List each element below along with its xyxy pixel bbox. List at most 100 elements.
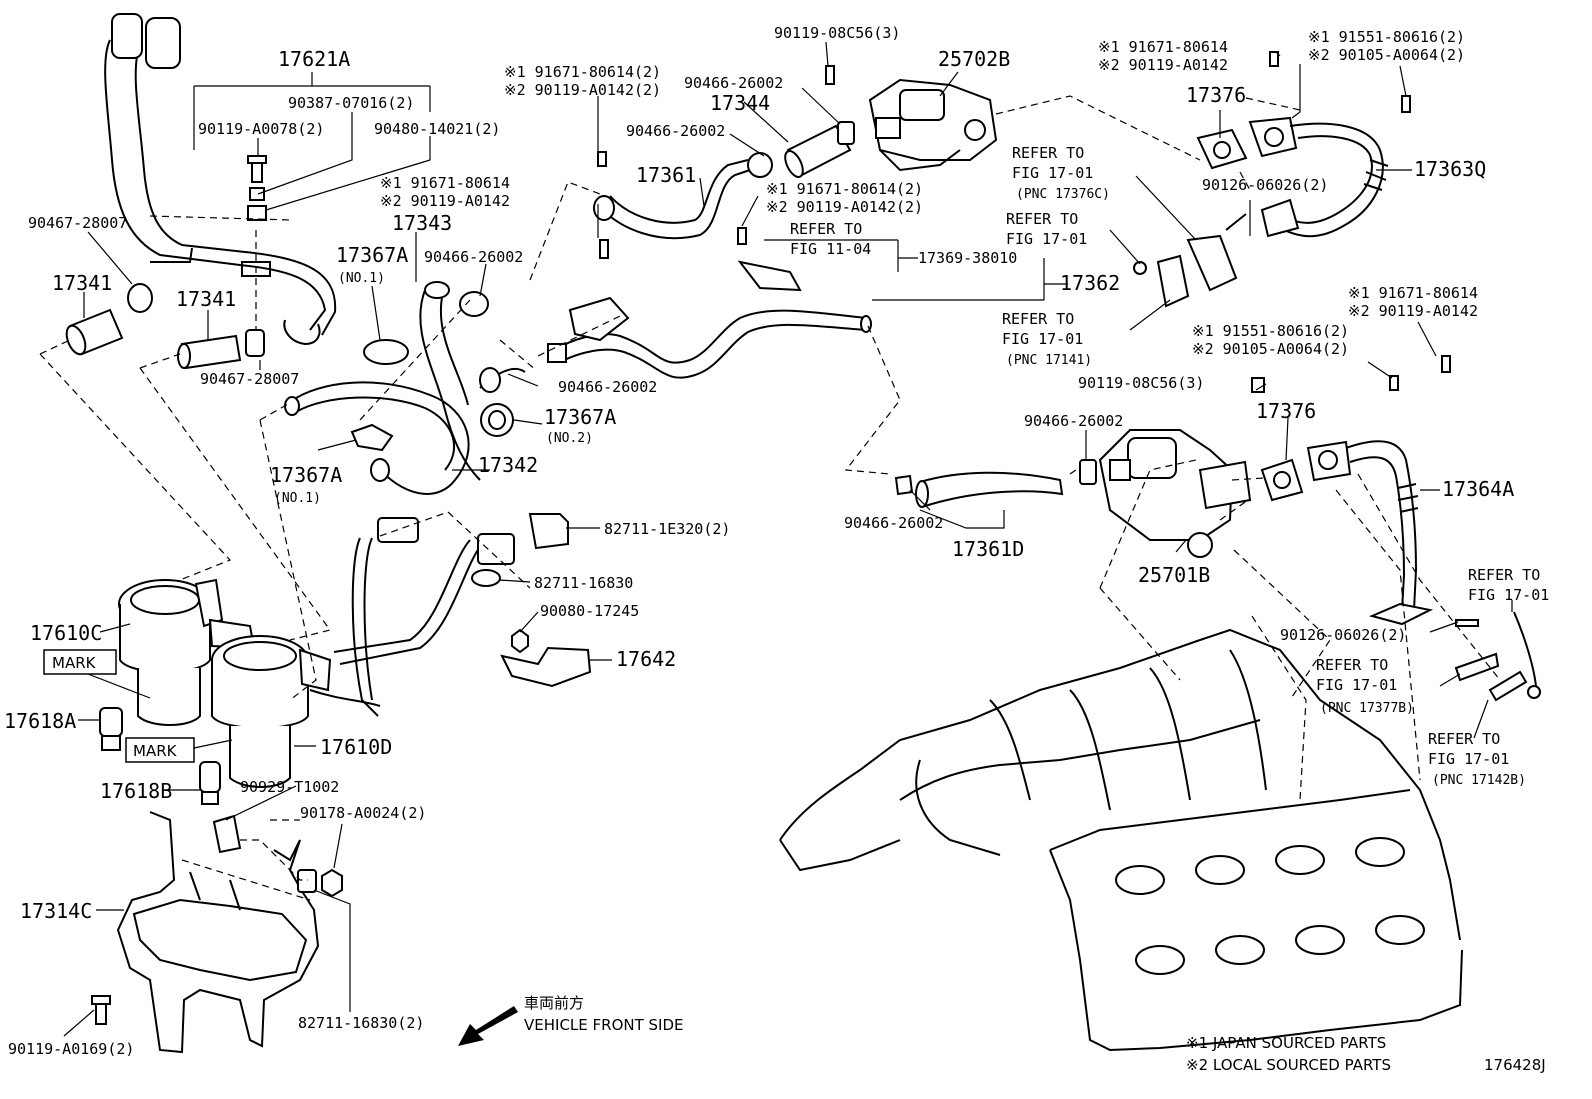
bracket-17314C (91, 811, 320, 1054)
label-no1-b: (NO.1) (274, 491, 321, 506)
bracket-17642 (500, 646, 592, 688)
label-17610D: 17610D (320, 735, 392, 759)
front-direction-arrow (458, 1006, 518, 1046)
label-90126-06026-a: 90126-06026(2) (1202, 176, 1328, 194)
valve-25701B (1098, 377, 1265, 558)
legend: ※1 JAPAN SOURCED PARTS ※2 LOCAL SOURCED … (1186, 1034, 1546, 1074)
label-90126-06026-b: 90126-06026(2) (1280, 626, 1406, 644)
air-pipe-17621A (104, 13, 337, 346)
label-17367A-no1-b: 17367A (270, 463, 342, 487)
hose-17342 (284, 367, 526, 495)
label-17621A: 17621A (278, 47, 350, 71)
direction-note: 車両前方 VEHICLE FRONT SIDE (524, 994, 684, 1034)
legend-local: ※2 LOCAL SOURCED PARTS (1186, 1056, 1391, 1074)
label-lc-90119-A0142-f: ※2 90119-A0142 (1348, 302, 1478, 320)
label-lc-90105-A0064-a: ※2 90105-A0064(2) (1308, 46, 1465, 64)
label-refer-17376C-line1: REFER TO (1012, 144, 1084, 162)
label-17363Q: 17363Q (1414, 157, 1486, 181)
mark-box-a (43, 649, 117, 675)
label-90119-08C56-a: 90119-08C56(3) (774, 24, 900, 42)
mark-box-b (125, 737, 195, 763)
valve-25702B (825, 65, 998, 172)
pipe-17364A (1345, 440, 1479, 627)
label-refer-17377B-line3: (PNC 17377B) (1320, 701, 1414, 716)
label-jp-91551-80616-a: ※1 91551-80616(2) (1308, 28, 1465, 46)
label-17367A-no2: 17367A (544, 405, 616, 429)
label-17361: 17361 (636, 163, 696, 187)
label-lc-90119-A0142-a: ※2 90119-A0142 (380, 192, 510, 210)
label-90466-26002-f: 90466-26002 (844, 514, 943, 532)
label-lc-90119-A0142-c: ※2 90119-A0142(2) (766, 198, 923, 216)
label-mark-b: MARK (133, 742, 178, 760)
label-17618A: 17618A (4, 709, 76, 733)
label-17341-b: 17341 (176, 287, 236, 311)
direction-en: VEHICLE FRONT SIDE (524, 1016, 684, 1034)
hose-17344 (784, 121, 855, 178)
label-17618B: 17618B (100, 779, 172, 803)
label-90466-26002-c: 90466-26002 (684, 74, 783, 92)
diagram-code: 176428J (1484, 1056, 1546, 1074)
label-17364A: 17364A (1442, 477, 1514, 501)
gasket-17141-ref (1133, 213, 1247, 308)
label-90119-A0078: 90119-A0078(2) (198, 120, 324, 138)
label-refer-e-line1: REFER TO (1468, 566, 1540, 584)
bolt-group-top-left (247, 155, 267, 221)
label-17343: 17343 (392, 211, 452, 235)
hose-17343 (419, 281, 489, 481)
insulator-17367A (350, 339, 514, 452)
label-17367A-no1-a: 17367A (336, 243, 408, 267)
plug-17618B (199, 761, 221, 805)
gasket-17376-bottom (1260, 355, 1451, 502)
label-90119-08C56-b: 90119-08C56(3) (1078, 374, 1204, 392)
label-90466-26002-e: 90466-26002 (1024, 412, 1123, 430)
nut-90178 (321, 868, 343, 898)
label-lc-90119-A0142-b: ※2 90119-A0142(2) (504, 81, 661, 99)
label-refer-17142B-line2: FIG 17-01 (1428, 750, 1509, 768)
legend-japan: ※1 JAPAN SOURCED PARTS (1186, 1034, 1386, 1052)
air-pump-17610D (211, 635, 381, 788)
hose-17341-left (65, 283, 153, 356)
hose-17361 (593, 151, 773, 240)
label-refer-11-04-line2: FIG 11-04 (790, 240, 871, 258)
label-refer-e-line2: FIG 17-01 (1468, 586, 1549, 604)
pipe-to-pump (333, 537, 483, 717)
sensor-refer-17377B (1454, 611, 1541, 702)
drawing-layer (65, 13, 1541, 1054)
air-pump-17610C (118, 578, 256, 726)
label-17376-a: 17376 (1186, 83, 1246, 107)
label-17642: 17642 (616, 647, 676, 671)
leader-lines (39, 41, 1513, 1037)
clip-90929 (212, 814, 242, 854)
label-jp-91671-80614-d: ※1 91671-80614 (1098, 38, 1228, 56)
label-refer-17377B-line2: FIG 17-01 (1316, 676, 1397, 694)
label-lc-90119-A0142-d: ※2 90119-A0142 (1098, 56, 1228, 74)
label-90467-28007-b: 90467-28007 (200, 370, 299, 388)
label-25701B: 25701B (1138, 563, 1210, 587)
label-refer-17142B-line1: REFER TO (1428, 730, 1500, 748)
label-82711-1E320: 82711-1E320(2) (604, 520, 730, 538)
label-refer-17376C-line3: (PNC 17376C) (1016, 187, 1110, 202)
label-no1-a: (NO.1) (338, 271, 385, 286)
nut-90080-17245 (511, 628, 529, 654)
label-90467-28007-a: 90467-28007 (28, 214, 127, 232)
label-17362: 17362 (1060, 271, 1120, 295)
label-17361D: 17361D (952, 537, 1024, 561)
label-refer-11-04-line1: REFER TO (790, 220, 862, 238)
label-mark-a: MARK (52, 654, 97, 672)
label-17376-b: 17376 (1256, 399, 1316, 423)
label-jp-91551-80616-b: ※1 91551-80616(2) (1192, 322, 1349, 340)
label-17342: 17342 (478, 453, 538, 477)
label-no2: (NO.2) (546, 431, 593, 446)
label-jp-91671-80614-a: ※1 91671-80614 (380, 174, 510, 192)
label-17341-a: 17341 (52, 271, 112, 295)
label-jp-91671-80614-f: ※1 91671-80614 (1348, 284, 1478, 302)
label-refer-17142B-line3: (PNC 17142B) (1432, 773, 1526, 788)
label-refer-c-line1: REFER TO (1006, 210, 1078, 228)
label-17610C: 17610C (30, 621, 102, 645)
pipe-17363Q (1260, 95, 1411, 238)
label-82711-16830-2: 82711-16830(2) (298, 1014, 424, 1032)
label-90387-07016: 90387-07016(2) (288, 94, 414, 112)
pipe-17362 (547, 239, 872, 379)
label-jp-91671-80614-c: ※1 91671-80614(2) (766, 180, 923, 198)
